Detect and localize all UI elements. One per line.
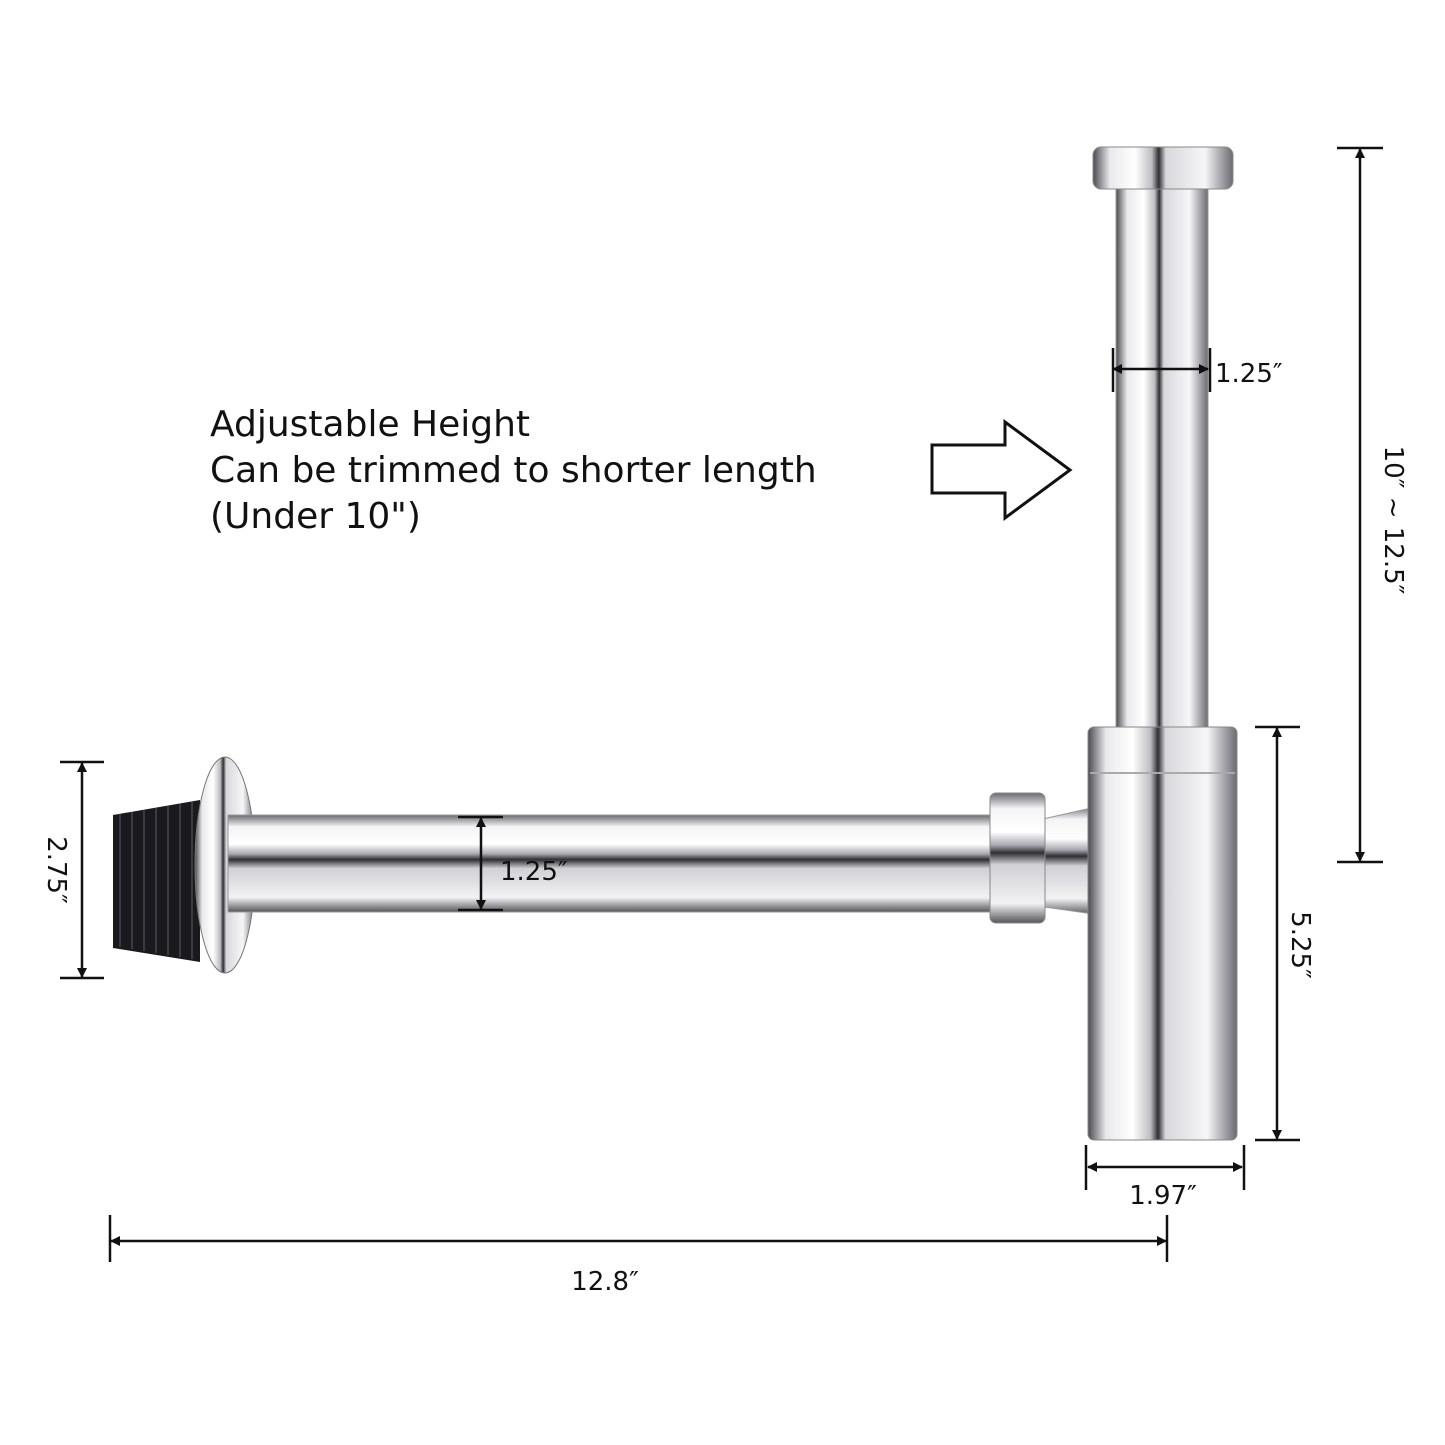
pointer-arrow-icon [930, 419, 1073, 521]
dimension-lines [60, 146, 1383, 1262]
note-line-1: Adjustable Height [210, 404, 531, 445]
note-line-3: (Under 10") [210, 496, 421, 537]
upper-pipe-diameter-label: 1.25″ [1215, 359, 1283, 389]
top-cap [1092, 146, 1234, 190]
adjustable-height-note: Adjustable Height Can be trimmed to shor… [210, 402, 817, 540]
slip-nut [989, 792, 1046, 924]
note-line-2: Can be trimmed to shorter length [210, 450, 817, 491]
bottle-body [1087, 726, 1238, 1141]
horizontal-pipe [227, 814, 1029, 913]
bottle-trap-illustration [113, 146, 1238, 1141]
body-diameter-label: 1.97″ [1129, 1181, 1197, 1211]
body-height-label: 5.25″ [1285, 911, 1315, 979]
horizontal-pipe-diameter-label: 1.25″ [500, 857, 568, 887]
overall-length-label: 12.8″ [571, 1267, 639, 1297]
overall-height-label: 10″ ~ 12.5″ [1378, 446, 1408, 595]
thread-lines [119, 802, 193, 959]
upper-pipe [1115, 179, 1209, 736]
flange-diameter-label: 2.75″ [41, 836, 71, 904]
